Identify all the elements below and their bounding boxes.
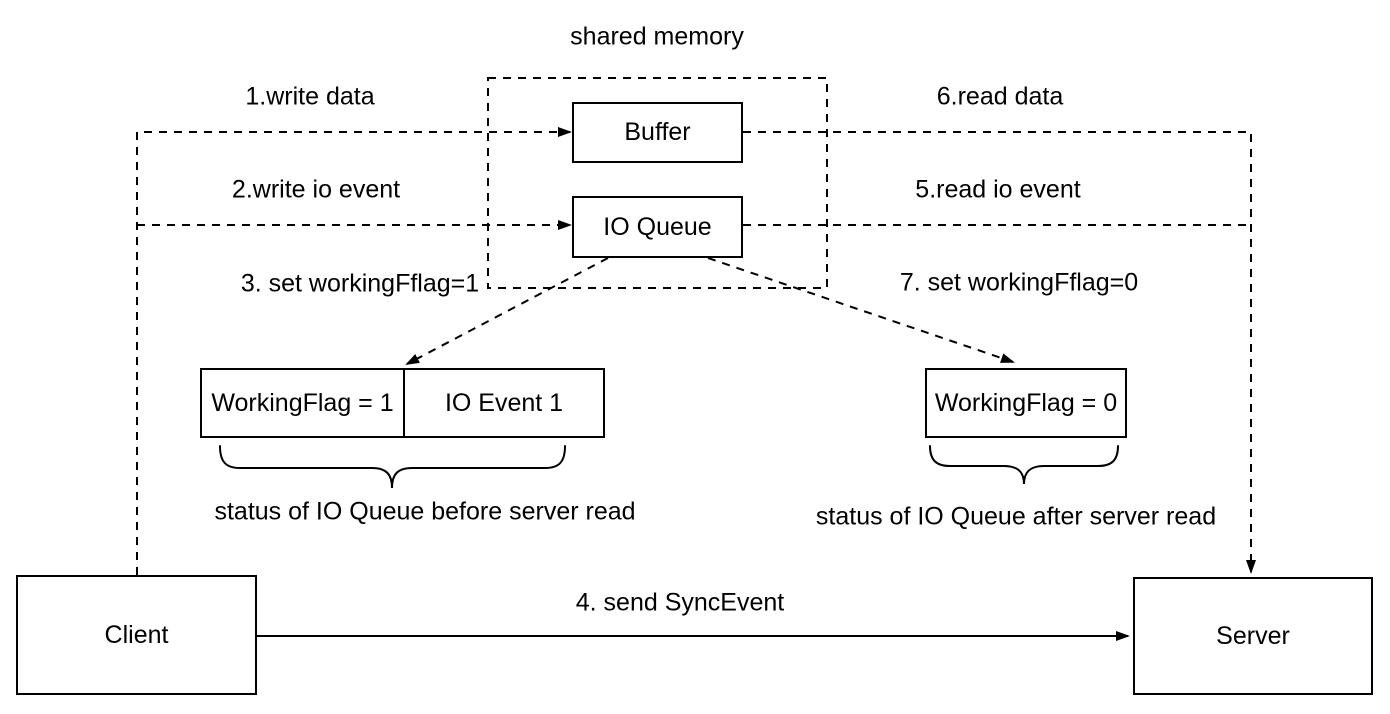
io-event-1-cell: IO Event 1 xyxy=(405,370,603,436)
caption-after-read: status of IO Queue after server read xyxy=(815,502,1217,531)
edge-label-set-flag-1: 3. set workingFflag=1 xyxy=(240,269,480,298)
working-flag-1-label: WorkingFlag = 1 xyxy=(211,388,394,417)
shared-memory-container xyxy=(487,77,828,289)
edge-label-send-sync-event: 4. send SyncEvent xyxy=(575,588,785,617)
io-queue-label: IO Queue xyxy=(603,212,712,241)
server-label: Server xyxy=(1216,621,1290,650)
shared-memory-title: shared memory xyxy=(570,22,744,51)
edge-label-read-data: 6.read data xyxy=(936,82,1064,111)
brace-before-read xyxy=(219,445,566,489)
io-queue-box: IO Queue xyxy=(572,196,743,258)
set-flag-1-arrow xyxy=(405,257,609,365)
buffer-label: Buffer xyxy=(624,118,691,146)
write-data-arrow xyxy=(136,127,572,575)
working-flag-1-cell: WorkingFlag = 1 xyxy=(202,370,405,436)
server-box: Server xyxy=(1133,577,1373,695)
read-data-arrow xyxy=(743,131,1256,574)
io-event-1-label: IO Event 1 xyxy=(444,388,564,417)
edge-label-write-data: 1.write data xyxy=(245,82,375,111)
client-label: Client xyxy=(104,620,169,649)
edge-label-write-io-event: 2.write io event xyxy=(231,175,401,204)
edge-label-read-io-event: 5.read io event xyxy=(915,175,1081,204)
io-queue-status-before-box: WorkingFlag = 1 IO Event 1 xyxy=(200,368,605,438)
working-flag-0-label: WorkingFlag = 0 xyxy=(934,388,1118,417)
caption-before-read: status of IO Queue before server read xyxy=(214,497,636,526)
client-box: Client xyxy=(16,575,257,695)
io-queue-status-after-box: WorkingFlag = 0 xyxy=(925,368,1127,438)
brace-after-read xyxy=(929,445,1119,485)
buffer-box: Buffer xyxy=(572,102,743,163)
edge-label-set-flag-0: 7. set workingFflag=0 xyxy=(899,268,1139,297)
